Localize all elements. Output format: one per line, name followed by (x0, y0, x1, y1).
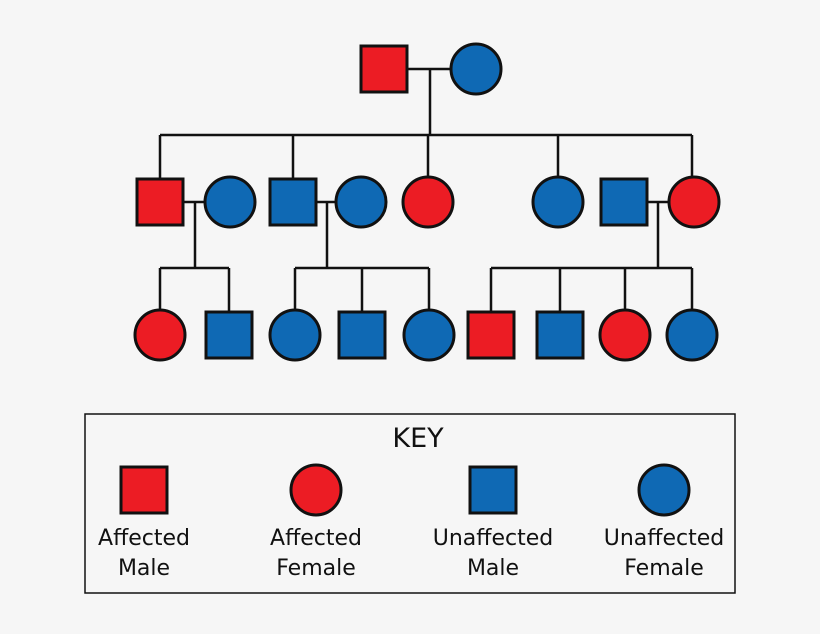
unaffected-male-symbol (268, 177, 318, 227)
pedigree-lines (158, 67, 694, 313)
key-label-line2: Female (624, 556, 704, 581)
affected-male-symbol (135, 177, 185, 227)
key-unaffected-male-symbol (468, 465, 518, 515)
unaffected-female-symbol (449, 42, 503, 96)
unaffected-female-symbol (665, 308, 719, 362)
key-items: AffectedMaleAffectedFemaleUnaffectedMale… (98, 463, 724, 581)
key-affected-female-symbol (289, 463, 343, 517)
generation-2 (135, 175, 721, 229)
key-label-line2: Male (467, 556, 519, 581)
key-panel: KEY AffectedMaleAffectedFemaleUnaffected… (84, 413, 736, 594)
key-label-line2: Male (118, 556, 170, 581)
affected-female-symbol (401, 175, 455, 229)
unaffected-male-symbol (535, 310, 585, 360)
unaffected-male-symbol (204, 310, 254, 360)
affected-male-symbol (466, 310, 516, 360)
key-label-line1: Affected (98, 526, 190, 551)
unaffected-female-symbol (531, 175, 585, 229)
key-label-line1: Unaffected (604, 526, 724, 551)
key-unaffected-female-symbol (637, 463, 691, 517)
key-label-line1: Affected (270, 526, 362, 551)
key-label-line1: Unaffected (433, 526, 553, 551)
unaffected-female-symbol (334, 175, 388, 229)
generation-1 (359, 42, 503, 96)
key-title: KEY (392, 423, 444, 454)
affected-male-symbol (359, 44, 409, 94)
unaffected-female-symbol (402, 308, 456, 362)
generation-3 (133, 308, 719, 362)
unaffected-female-symbol (203, 175, 257, 229)
affected-female-symbol (133, 308, 187, 362)
unaffected-male-symbol (599, 177, 649, 227)
key-box (84, 413, 736, 594)
unaffected-female-symbol (268, 308, 322, 362)
affected-female-symbol (667, 175, 721, 229)
key-affected-male-symbol (119, 465, 169, 515)
unaffected-male-symbol (337, 310, 387, 360)
key-label-line2: Female (276, 556, 356, 581)
pedigree-individuals (133, 42, 721, 362)
affected-female-symbol (598, 308, 652, 362)
